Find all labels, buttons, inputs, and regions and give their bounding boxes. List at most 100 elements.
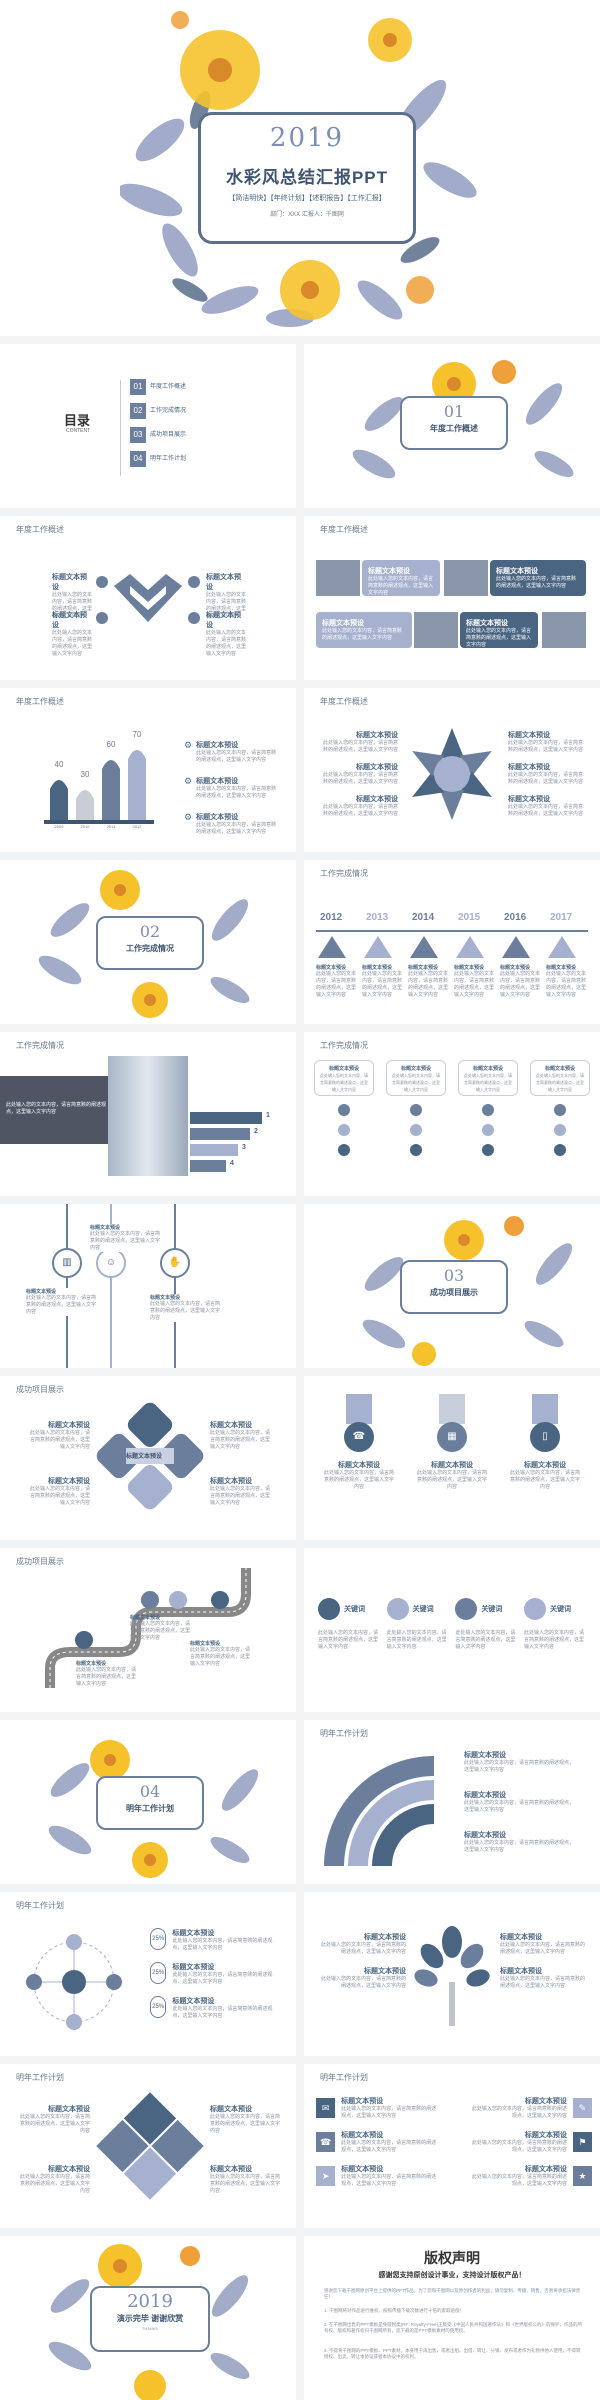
arrow-step-2 xyxy=(190,1128,250,1140)
ending-frame: 2019 演示完毕 谢谢欣赏 THANKS xyxy=(90,2286,210,2352)
cover-tags: 【简洁明快】【年终计划】【述职报告】【工作汇报】 xyxy=(228,195,386,202)
timeline-year: 2014 xyxy=(412,912,435,923)
section-number: 02 xyxy=(139,922,161,941)
star-diagram xyxy=(412,728,492,820)
center-label: 标题文本预设 xyxy=(126,1454,163,1460)
section-01-slide: 01 年度工作概述 xyxy=(304,344,600,508)
slide-title: 年度工作概述 xyxy=(320,525,368,534)
dot-marker xyxy=(96,612,108,624)
building-photo xyxy=(108,1056,188,1176)
timeline-year: 2017 xyxy=(550,912,573,923)
tree-right-labels: 标题文本预设此处输入您的文本内容，请言简意赅的阐述观点，这里输入文字内容 标题文… xyxy=(500,1934,586,1989)
text-block: 标题文本预设此处输入您的文本内容，请言简意赅的阐述观点，这里输入文字内容 xyxy=(26,1288,97,1316)
photo-placeholder xyxy=(414,612,458,648)
x-shape-slide: 成功项目展示 标题文本预设 标题文本预设此处输入您的文本内容，请言简意赅的阐述观… xyxy=(0,1376,296,1540)
copyright-title: 版权声明 xyxy=(424,2250,480,2266)
section-03-slide: 03 成功项目展示 xyxy=(304,1204,600,1368)
star-left-labels: 标题文本预设此处输入您的文本内容，请言简意赅的阐述观点，这里输入文字内容 标题文… xyxy=(322,732,398,817)
photo-placeholder xyxy=(316,560,360,596)
ending-flowers xyxy=(48,2244,250,2400)
text-block: 标题文本预设此处输入您的文本内容，请言简意赅的阐述观点，这里输入文字内容 xyxy=(210,1478,271,1506)
toc-divider xyxy=(120,380,121,476)
legend-item: ⚙标题文本预设此处输入您的文本内容，请言简意赅的阐述观点，这里输入文字内容 xyxy=(184,812,277,835)
arrow-step-3 xyxy=(190,1144,238,1156)
arrow-step-4 xyxy=(190,1160,226,1172)
tree-diagram xyxy=(414,1926,490,2026)
ending-title: 演示完毕 谢谢欣赏 xyxy=(116,2314,184,2323)
text-block: 标题文本预设此处输入您的文本内容，请言简意赅的阐述观点，这里输入文字内容 xyxy=(30,1422,91,1450)
bar-value-label: 60 xyxy=(107,740,116,749)
medal-columns: ☎标题文本预设此处输入您的文本内容，请言简意赅的阐述观点，这里输入文字内容 ▦标… xyxy=(324,1394,580,1491)
timeline-slide: 工作完成情况 2012 2013 2014 2015 2016 2017 标题文… xyxy=(304,860,600,1024)
keyword-pie-slide: 关键词此处输入您的文本内容，请言简意赅的阐述观点，这里输入文字内容 关键词此处输… xyxy=(304,1548,600,1712)
quarter-rings-slide: 明年工作计划 标题文本预设此处输入您的文本内容，请言简意赅的阐述观点，这里输入文… xyxy=(304,1720,600,1884)
text-block: 此处输入您的文本内容，请言简意赅的阐述观点，这里输入文字内容 xyxy=(6,1102,107,1115)
timeline-year: 2013 xyxy=(366,912,389,923)
dot-marker xyxy=(96,576,108,588)
cover-slide: 2019 水彩风总结汇报PPT 【简洁明快】【年终计划】【述职报告】【工作汇报】… xyxy=(0,0,600,336)
slide-title: 年度工作概述 xyxy=(16,697,64,706)
chart-icon: ▥ xyxy=(52,1248,82,1278)
section-name: 成功项目展示 xyxy=(430,1288,478,1297)
timeline-markers xyxy=(318,936,576,958)
text-block: 标题文本预设此处输入您的文本内容，请言简意赅的阐述观点，这里输入文字内容 xyxy=(206,574,247,619)
icon-list-slide: 明年工作计划 ✉标题文本预设此处输入您的文本内容，请言简意赅的阐述观点，这里输入… xyxy=(304,2064,600,2228)
user-icon: ☺ xyxy=(96,1248,126,1278)
bar-year-label: 2010 xyxy=(81,824,91,829)
slide-title: 明年工作计划 xyxy=(320,1729,368,1738)
section-frame: 03 成功项目展示 xyxy=(400,1260,508,1314)
section-frame: 01 年度工作概述 xyxy=(400,396,508,450)
network-diagram xyxy=(26,1934,122,2030)
dark-panel xyxy=(0,1076,112,1144)
bar-value-label: 70 xyxy=(133,730,142,739)
cover-title: 水彩风总结汇报PPT xyxy=(225,168,389,187)
bar xyxy=(128,750,146,820)
section-name: 年度工作概述 xyxy=(430,424,478,433)
overview-heart-slide: 年度工作概述 标题文本预设此处输入您的文本内容，请言简意赅的阐述观点，这里输入文… xyxy=(0,516,296,680)
section-04-slide: 04 明年工作计划 xyxy=(0,1720,296,1884)
winding-road xyxy=(45,1568,251,1688)
bar-value-label: 40 xyxy=(55,760,64,769)
dot-marker xyxy=(188,612,200,624)
puzzle-slide: 明年工作计划 标题文本预设此处输入您的文本内容，请言简意赅的阐述观点，这里输入文… xyxy=(0,2064,296,2228)
slide-title: 明年工作计划 xyxy=(16,2073,64,2082)
vertical-line xyxy=(174,1204,176,1368)
arrow-step-label: 3 xyxy=(242,1144,246,1151)
vertical-lines-slide: ▥ ☺ ✋ 标题文本预设此处输入您的文本内容，请言简意赅的阐述观点，这里输入文字… xyxy=(0,1204,296,1368)
text-block: 标题文本预设此处输入您的文本内容，请言简意赅的阐述观点，这里输入文字内容 xyxy=(464,1832,575,1853)
copyright-slide: 版权声明 感谢您支持原创设计事业，支持设计版权产品！ 感谢您下载千图网原创平台上… xyxy=(304,2236,600,2400)
bar-year-label: 2009 xyxy=(55,824,65,829)
copyright-subtitle: 感谢您支持原创设计事业，支持设计版权产品！ xyxy=(378,2272,526,2279)
ending-sub: THANKS xyxy=(141,2326,159,2331)
timeline-year: 2012 xyxy=(320,912,343,923)
slide-title: 明年工作计划 xyxy=(320,2073,368,2082)
text-block: 标题文本预设此处输入您的文本内容，请言简意赅的阐述观点，这里输入文字内容 xyxy=(210,2106,281,2134)
timeline-year: 2015 xyxy=(458,912,481,923)
section-flowers xyxy=(38,870,250,1018)
vertical-line xyxy=(110,1204,112,1368)
overview-star-slide: 年度工作概述 标题文本预设此处输入您的文本内容，请言简意赅的阐述观点，这里输入文… xyxy=(304,688,600,852)
text-block: 标题文本预设此处输入您的文本内容，请言简意赅的阐述观点，这里输入文字内容 xyxy=(20,2166,91,2194)
section-flowers xyxy=(48,1740,259,1878)
watercolor-flowers xyxy=(120,11,477,327)
text-block: 标题文本预设此处输入您的文本内容，请言简意赅的阐述观点，这里输入文字内容 xyxy=(150,1294,221,1322)
x-diamond-diagram xyxy=(96,1402,204,1510)
slide-title: 工作完成情况 xyxy=(16,1041,64,1050)
legend-list: ⚙标题文本预设此处输入您的文本内容，请言简意赅的阐述观点，这里输入文字内容 ⚙标… xyxy=(184,740,280,836)
text-block: 标题文本预设此处输入您的文本内容，请言简意赅的阐述观点，这里输入文字内容 xyxy=(20,2106,91,2134)
section-number: 01 xyxy=(443,402,465,421)
road-slide: 成功项目展示 标题文本预设此处输入您的文本内容，请言简意赅的阐述观点，这里输入文… xyxy=(0,1548,296,1712)
photo-placeholder xyxy=(542,612,586,648)
network-slide: 明年工作计划 25%标题文本预设此处输入您的文本内容，请言简意赅的阐述观点，这里… xyxy=(0,1892,296,2056)
slide-title: 成功项目展示 xyxy=(16,1557,64,1566)
handshake-icon: ✋ xyxy=(160,1248,190,1278)
vertical-line xyxy=(66,1204,68,1368)
cover-year: 2019 xyxy=(269,123,345,153)
info-card: 标题文本预设此处输入您的文本内容，请言简意赅的阐述观点，这里输入文字内容 xyxy=(490,560,586,596)
